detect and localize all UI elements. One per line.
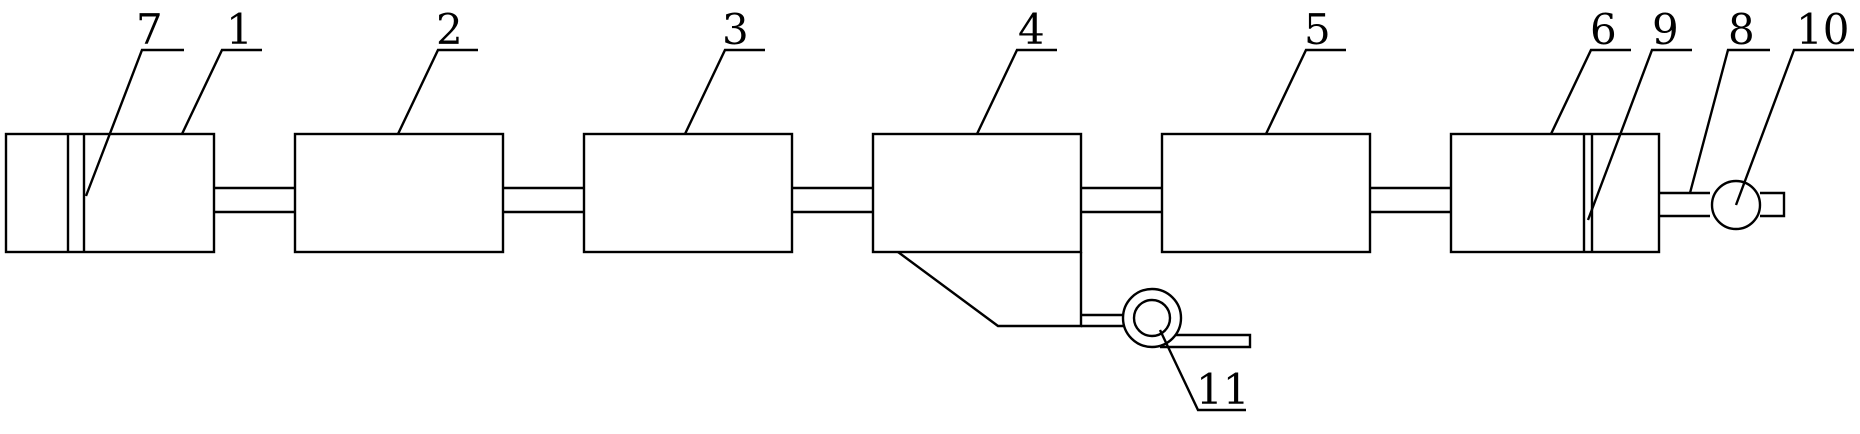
unit-6 xyxy=(1449,132,1661,254)
fan-11 xyxy=(1121,287,1183,349)
connecting-pipes xyxy=(214,186,1451,214)
unit-2 xyxy=(293,132,505,254)
label-5: 5 xyxy=(1304,5,1331,54)
unit-5 xyxy=(1160,132,1372,254)
leader-11 xyxy=(1158,329,1246,412)
label-11: 11 xyxy=(1196,365,1249,414)
label-2: 2 xyxy=(436,5,463,54)
pipe-2-3 xyxy=(503,186,584,214)
label-8: 8 xyxy=(1728,5,1755,54)
reference-numerals: 7 1 2 3 4 5 6 9 8 10 11 xyxy=(136,5,1849,414)
leader-9 xyxy=(1586,48,1692,221)
label-4: 4 xyxy=(1018,5,1045,54)
leader-8 xyxy=(1688,48,1770,194)
label-9: 9 xyxy=(1652,5,1679,54)
leader-3 xyxy=(683,48,765,135)
unit-1 xyxy=(4,132,216,254)
pipe-1-2 xyxy=(214,186,295,214)
label-10: 10 xyxy=(1796,5,1849,54)
leader-7 xyxy=(84,48,184,197)
pipe-5-6 xyxy=(1370,186,1451,214)
label-3: 3 xyxy=(722,5,749,54)
leader-10 xyxy=(1734,48,1854,206)
label-1: 1 xyxy=(226,5,253,54)
outlet-pipe-11 xyxy=(1081,313,1252,349)
pipe-4-5 xyxy=(1081,186,1162,214)
hopper-4 xyxy=(897,251,1083,328)
leader-2 xyxy=(396,48,478,135)
leader-5 xyxy=(1264,48,1346,135)
leader-lines xyxy=(84,48,1854,412)
leader-1 xyxy=(180,48,262,135)
label-6: 6 xyxy=(1590,5,1617,54)
unit-3 xyxy=(582,132,794,254)
label-7: 7 xyxy=(136,5,163,54)
exhaust-pipe-8 xyxy=(1659,191,1786,218)
pipe-3-4 xyxy=(792,186,873,214)
unit-4 xyxy=(871,132,1252,349)
leader-4 xyxy=(975,48,1057,135)
leader-6 xyxy=(1549,48,1631,135)
